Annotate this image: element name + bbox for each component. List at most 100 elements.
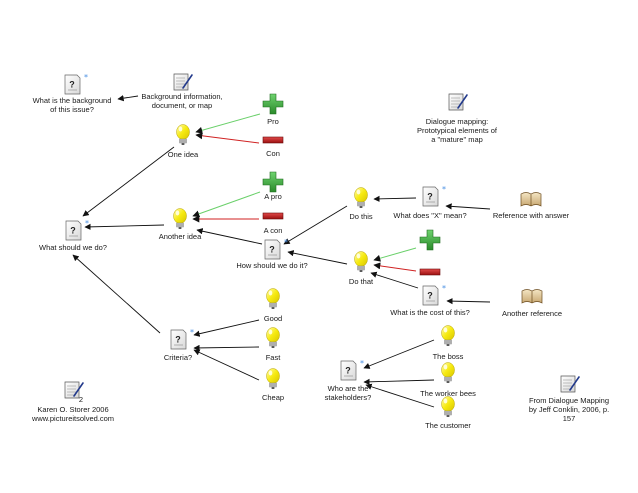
question-icon: ?*: [422, 284, 446, 306]
edge-normal-background_note-to-background_q: [117, 95, 139, 102]
node-label: stakeholders?: [325, 393, 372, 402]
svg-text:?: ?: [345, 366, 351, 376]
svg-text:*: *: [85, 219, 89, 228]
node-con1: Con: [262, 136, 284, 158]
question-icon: ?*: [422, 185, 446, 207]
node-label: Karen O. Storer 2006: [37, 405, 108, 414]
edge-normal-one_idea-to-root_q: [82, 146, 175, 217]
edge-normal-x_q-to-do_this: [373, 195, 417, 203]
node-label: of this issue?: [50, 105, 94, 114]
minus-icon: [419, 268, 441, 276]
node-label: A pro: [264, 192, 282, 201]
node-label: a "mature" map: [431, 135, 483, 144]
node-label: Another idea: [159, 232, 202, 241]
edge-pro-pro2-to-another_idea: [192, 191, 261, 218]
node-boss: The boss: [433, 325, 464, 361]
svg-text:?: ?: [269, 245, 275, 255]
edge-normal-worker_bees-to-stake_q: [363, 378, 435, 385]
node-pro1: Pro: [262, 93, 284, 126]
node-one-idea: One idea: [168, 124, 199, 159]
edge-normal-good-to-criteria_q: [193, 319, 260, 337]
edge-normal-ref_answer-to-x_q: [445, 203, 491, 210]
node-label: Who are the: [328, 384, 369, 393]
svg-text:*: *: [442, 185, 446, 194]
node-label: Good: [264, 314, 282, 323]
node-label: What should we do?: [39, 243, 107, 252]
node-label: Another reference: [502, 309, 562, 318]
lightbulb-icon: [441, 362, 455, 383]
node-title-note: Dialogue mapping:Prototypical elements o…: [417, 93, 498, 144]
question-icon: ?*: [170, 328, 194, 350]
node-label: What does "X" mean?: [393, 211, 466, 220]
node-label: Cheap: [262, 393, 284, 402]
node-how-q: ?*How should we do it?: [236, 238, 307, 270]
edges-layer: [72, 95, 491, 408]
node-label: document, or map: [152, 101, 212, 110]
node-ref-answer: Reference with answer: [493, 192, 570, 220]
svg-text:?: ?: [175, 335, 181, 345]
edge-con-con3-to-do_that: [373, 262, 417, 272]
node-label: From Dialogue Mapping: [529, 396, 609, 405]
question-icon: ?*: [65, 219, 89, 241]
node-pro3: [419, 229, 441, 251]
lightbulb-icon: [266, 288, 280, 309]
plus-icon: [262, 93, 284, 115]
node-cheap: Cheap: [262, 368, 284, 402]
node-x-q: ?*What does "X" mean?: [393, 185, 466, 220]
svg-text:?: ?: [427, 291, 433, 301]
lightbulb-icon: [441, 396, 455, 417]
lightbulb-icon: [266, 368, 280, 389]
node-label: What is the cost of this?: [390, 308, 470, 317]
note-icon: [173, 73, 193, 91]
node-label: A con: [264, 226, 283, 235]
edge-pro-pro1-to-one_idea: [195, 113, 261, 134]
svg-text:?: ?: [69, 80, 75, 90]
minus-icon: [262, 136, 284, 144]
edge-normal-cost_q-to-do_that: [370, 271, 419, 289]
note-icon: [64, 381, 84, 399]
svg-text:?: ?: [427, 192, 433, 202]
node-badge: 2: [79, 395, 83, 404]
node-another-ref: Another reference: [502, 289, 562, 318]
book-icon: [520, 192, 542, 207]
node-criteria-q: ?*Criteria?: [164, 328, 194, 362]
question-icon: ?*: [340, 359, 364, 381]
lightbulb-icon: [176, 124, 190, 145]
node-background-note: Background information,document, or map: [141, 73, 223, 110]
node-label: Do this: [349, 212, 373, 221]
edge-normal-another_ref-to-cost_q: [446, 297, 491, 305]
node-label: The customer: [425, 421, 471, 430]
node-con2: A con: [262, 212, 284, 235]
edge-normal-customer-to-stake_q: [365, 383, 435, 408]
svg-text:*: *: [442, 284, 446, 293]
question-icon: ?*: [264, 238, 288, 260]
node-label: Con: [266, 149, 280, 158]
svg-text:?: ?: [70, 226, 76, 236]
edge-normal-criteria_q-to-root_q: [72, 254, 161, 334]
svg-text:*: *: [84, 73, 88, 82]
plus-icon: [419, 229, 441, 251]
edge-pro-pro3-to-do_that: [373, 247, 417, 262]
node-label: Reference with answer: [493, 211, 570, 220]
node-label: One idea: [168, 150, 199, 159]
node-do-this: Do this: [349, 187, 373, 221]
node-label: 157: [563, 414, 576, 423]
node-label: Prototypical elements of: [417, 126, 498, 135]
note-icon: [448, 93, 468, 111]
node-label: How should we do it?: [236, 261, 307, 270]
node-good: Good: [264, 288, 282, 323]
edge-normal-boss-to-stake_q: [363, 339, 435, 369]
node-label: What is the background: [33, 96, 112, 105]
node-label: Criteria?: [164, 353, 192, 362]
node-do-that: Do that: [349, 251, 374, 286]
lightbulb-icon: [354, 187, 368, 208]
node-label: Pro: [267, 117, 279, 126]
node-another-idea: Another idea: [159, 208, 202, 241]
svg-text:*: *: [190, 328, 194, 337]
book-icon: [521, 289, 543, 304]
node-label: The worker bees: [420, 389, 476, 398]
